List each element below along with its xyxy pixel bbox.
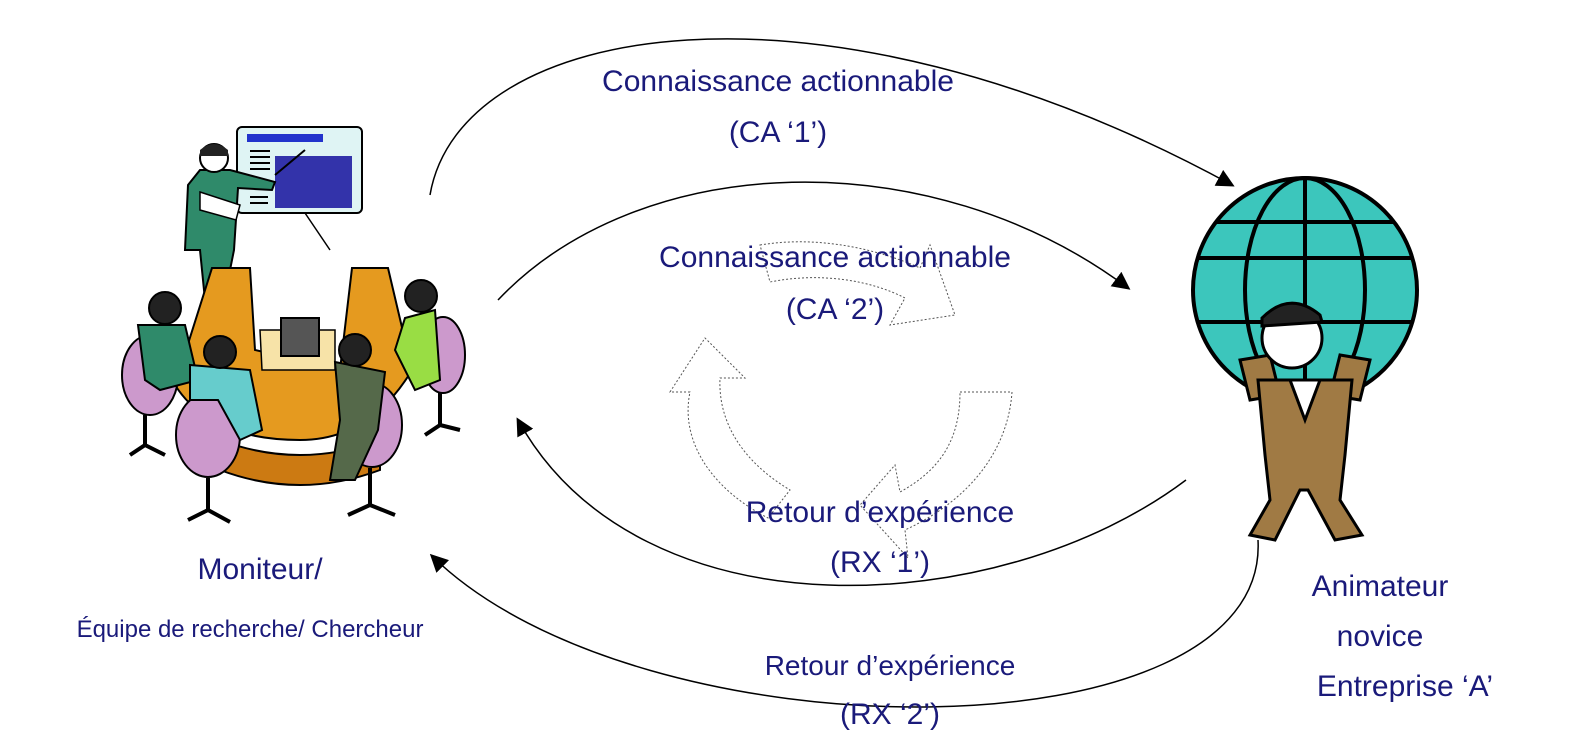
right-actor-line2: novice [1336,620,1424,653]
rx1-label-line2: (RX ‘1’) [829,546,930,579]
rx2-label-line2: (RX ‘2’) [839,698,940,731]
ca1-label-line1: Connaissance actionnable [602,65,954,98]
cycle-arrows [669,241,1013,560]
ca1-label-line2: (CA ‘1’) [728,116,828,149]
seated-people-icon [136,279,442,481]
meeting-illustration [121,126,466,524]
presentation-board-icon [204,126,363,251]
globe-icon [1191,176,1419,404]
presenter-person-icon [183,143,277,301]
right-actor-line1: Animateur [1311,570,1449,603]
person-carrying-globe-icon [1238,301,1372,542]
rx2-label-line1: Retour d’expérience [764,650,1016,681]
ca2-label-line2: (CA ‘2’) [785,293,885,326]
arc-ca2 [497,181,1131,301]
left-actor-title: Moniteur/ [197,553,323,586]
arc-ca1 [429,38,1235,196]
chair-legs [128,393,461,524]
right-actor-line3: Entreprise ‘A’ [1316,670,1494,703]
arc-rx2 [429,539,1259,708]
arc-rx1 [516,417,1187,587]
ca2-label-line1: Connaissance actionnable [659,241,1011,274]
left-actor-subtitle: Équipe de recherche/ Chercheur [76,616,424,643]
rx1-label-line1: Retour d’expérience [745,496,1015,529]
globe-carrier-illustration [1191,176,1419,542]
